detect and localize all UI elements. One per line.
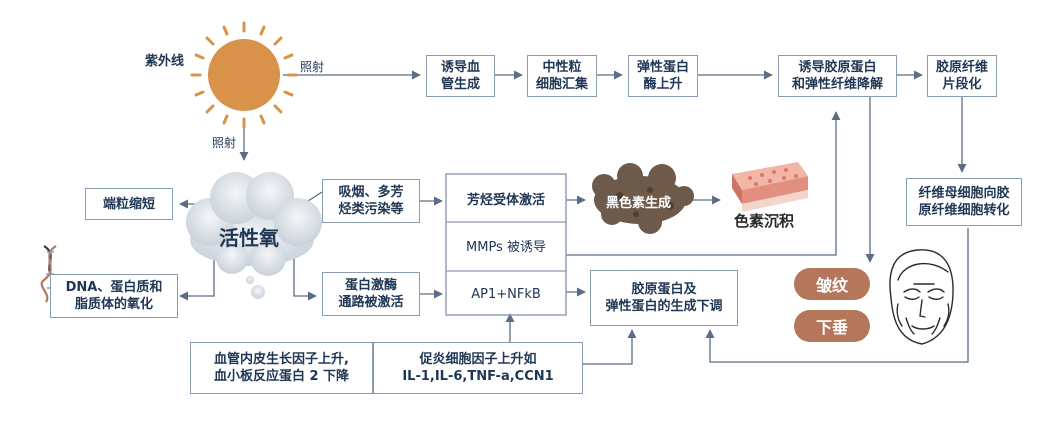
box-degradation: 诱导胶原蛋白 和弹性纤维降解: [778, 55, 897, 97]
box-downregulate: 胶原蛋白及 弹性蛋白的生成下调: [590, 270, 738, 326]
box-vegf: 血管内皮生长因子上升, 血小板反应蛋白 2 下降: [190, 342, 373, 394]
outcome-sagging: 下垂: [794, 310, 870, 342]
irradiate-right-label: 照射: [300, 60, 325, 74]
pigment-deposit-label: 色素沉积: [734, 212, 795, 230]
box-kinase: 蛋白激酶 通路被激活: [322, 272, 420, 316]
outcome-wrinkles: 皱纹: [794, 268, 870, 300]
box-oxidation: DNA、蛋白质和 脂质体的氧化: [50, 274, 178, 318]
box-mmps: MMPs 被诱导: [466, 239, 546, 255]
box-fragmentation: 胶原纤维 片段化: [927, 55, 997, 97]
ahr-stack-frame: [445, 173, 567, 316]
box-ahr: 芳烃受体激活: [466, 192, 545, 208]
box-ap1: AP1+NFkB: [471, 286, 541, 302]
arrow-ros-to-kinase: [293, 258, 317, 301]
arrow-cytokines-to-downregulate: [583, 329, 637, 365]
ros-label: 活性氧: [219, 226, 279, 250]
box-smoking: 吸烟、多芳 烃类污染等: [322, 179, 420, 223]
box-telomere: 端粒缩短: [85, 188, 173, 220]
arrow-smoking-to-ros: [293, 191, 323, 211]
box-cytokines: 促炎细胞因子上升如 IL-1,IL-6,TNF-a,CCN1: [373, 342, 583, 394]
irradiate-down-label: 照射: [212, 136, 237, 150]
box-elastase: 弹性蛋白 酶上升: [628, 55, 698, 97]
box-neutrophil: 中性粒 细胞汇集: [527, 55, 597, 97]
arrow-ros-to-oxidation: [179, 258, 215, 301]
box-angiogenesis: 诱导血 管生成: [426, 55, 495, 97]
uv-label: 紫外线: [145, 54, 185, 69]
box-fibroblast: 纤维母细胞向胶 原纤维细胞转化: [906, 178, 1022, 226]
arrow-fibroblast-to-downregulate: [705, 228, 969, 363]
arrow-mmps-to-degradation: [566, 111, 841, 256]
melanin-gen-label: 黑色素生成: [606, 196, 672, 211]
